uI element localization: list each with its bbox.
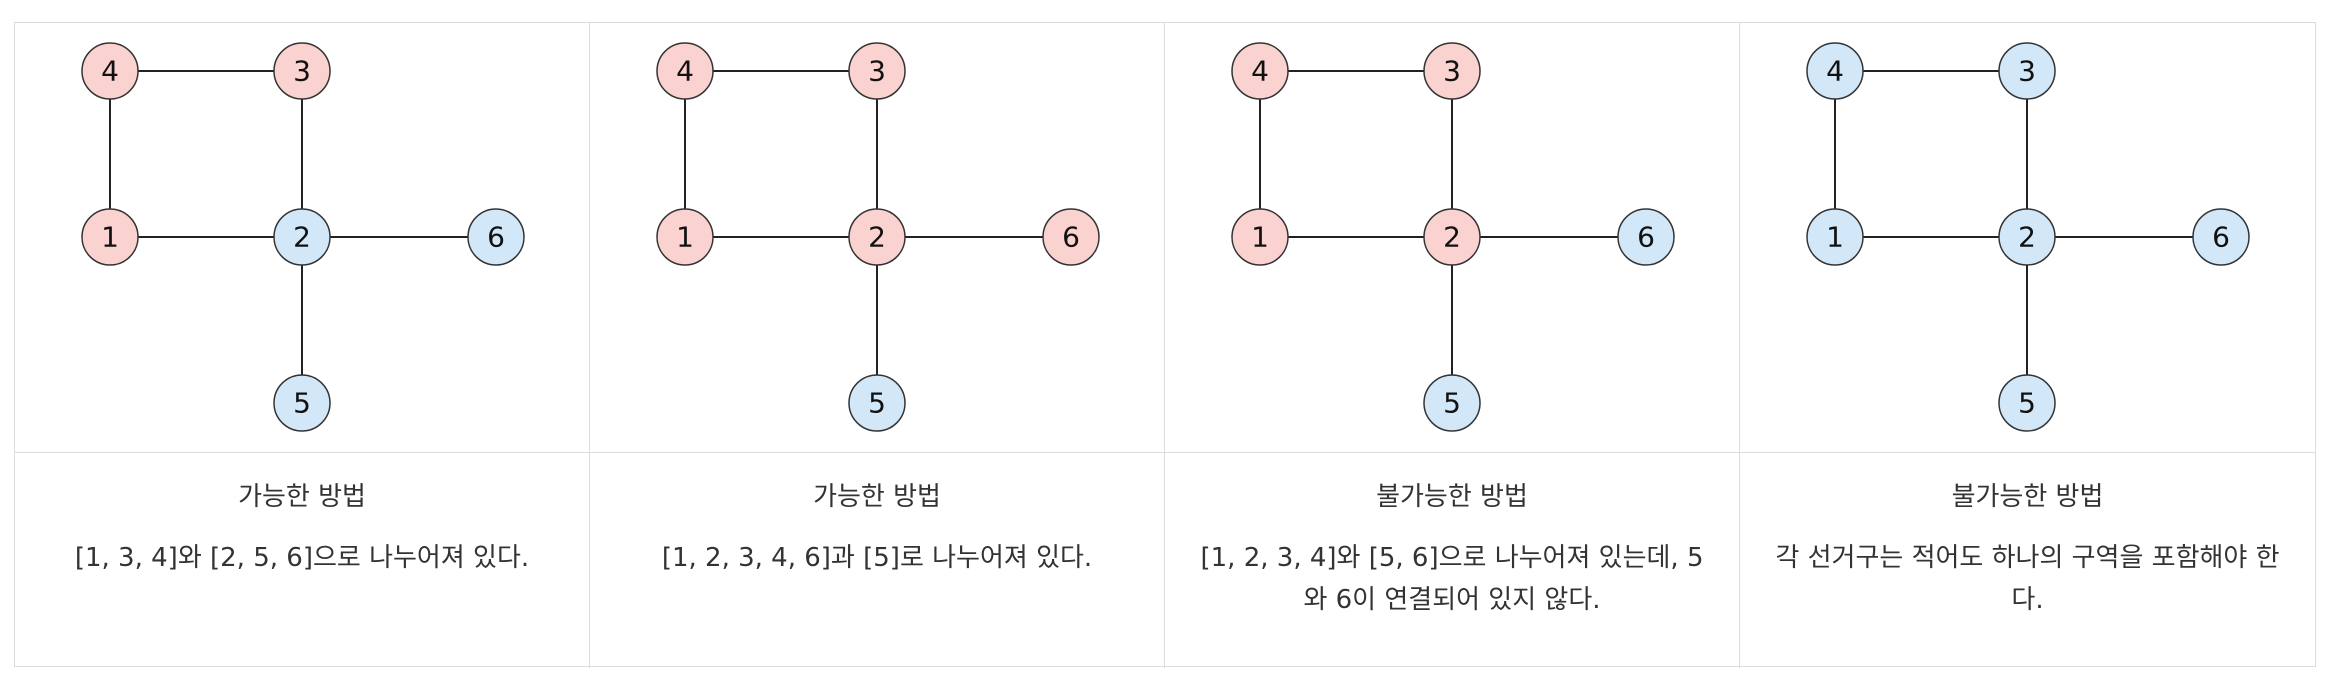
node-label: 4	[101, 55, 119, 88]
node-3: 3	[273, 42, 331, 100]
examples-table: 1 2 3 4 5 6 1 2 3 4 5 6 1 2 3 4 5 6 1 2 3 4 5 6 가능한 방법 [1, 3…	[14, 22, 2316, 668]
panel-1-caption: 가능한 방법 [1, 3, 4]와 [2, 5, 6]으로 나누어져 있다.	[15, 453, 590, 668]
node-2: 2	[848, 208, 906, 266]
node-circle	[848, 208, 906, 266]
node-label: 5	[1443, 387, 1461, 420]
panel-title: 불가능한 방법	[1376, 482, 1528, 512]
node-2: 2	[1423, 208, 1481, 266]
node-label: 1	[1826, 221, 1844, 254]
node-label: 5	[293, 387, 311, 420]
node-label: 1	[1251, 221, 1269, 254]
node-circle	[273, 208, 331, 266]
node-label: 3	[2018, 55, 2036, 88]
node-label: 4	[1826, 55, 1844, 88]
panel-3-diagram: 1 2 3 4 5 6	[1165, 23, 1740, 453]
panel-title: 가능한 방법	[238, 482, 366, 512]
node-label: 1	[101, 221, 119, 254]
node-4: 4	[81, 42, 139, 100]
node-label: 3	[293, 55, 311, 88]
node-label: 5	[868, 387, 886, 420]
graph-diagram: 1 2 3 4 5 6	[81, 42, 525, 432]
node-4: 4	[1806, 42, 1864, 100]
node-4: 4	[656, 42, 714, 100]
node-5: 5	[273, 374, 331, 432]
node-circle	[1998, 374, 2056, 432]
panel-3-caption: 불가능한 방법 [1, 2, 3, 4]와 [5, 6]으로 나누어져 있는데,…	[1165, 453, 1740, 668]
node-circle	[1998, 42, 2056, 100]
node-circle	[848, 374, 906, 432]
node-label: 6	[1637, 221, 1655, 254]
panel-4-caption: 불가능한 방법 각 선거구는 적어도 하나의 구역을 포함해야 한다.	[1740, 453, 2315, 668]
node-6: 6	[1042, 208, 1100, 266]
panel-2-caption: 가능한 방법 [1, 2, 3, 4, 6]과 [5]로 나누어져 있다.	[590, 453, 1165, 668]
node-5: 5	[1423, 374, 1481, 432]
panel-title: 불가능한 방법	[1951, 482, 2104, 512]
node-label: 6	[487, 221, 505, 254]
panel-description: 각 선거구는 적어도 하나의 구역을 포함해야 한다.	[1775, 543, 2280, 615]
node-1: 1	[656, 208, 714, 266]
node-3: 3	[1998, 42, 2056, 100]
node-4: 4	[1231, 42, 1289, 100]
node-circle	[1423, 42, 1481, 100]
graph-diagram: 1 2 3 4 5 6	[656, 42, 1100, 432]
node-circle	[848, 42, 906, 100]
node-label: 3	[1443, 55, 1461, 88]
node-circle	[1042, 208, 1100, 266]
node-5: 5	[1998, 374, 2056, 432]
node-6: 6	[467, 208, 525, 266]
node-1: 1	[81, 208, 139, 266]
graph-diagram: 1 2 3 4 5 6	[1231, 42, 1675, 432]
node-label: 1	[676, 221, 694, 254]
node-1: 1	[1806, 208, 1864, 266]
node-circle	[81, 42, 139, 100]
node-circle	[656, 42, 714, 100]
graph-diagram: 1 2 3 4 5 6	[1806, 42, 2250, 432]
panel-2-diagram: 1 2 3 4 5 6	[590, 23, 1165, 453]
panel-1-diagram: 1 2 3 4 5 6	[15, 23, 590, 453]
node-circle	[273, 374, 331, 432]
node-label: 5	[2018, 387, 2036, 420]
node-circle	[656, 208, 714, 266]
node-circle	[1231, 42, 1289, 100]
node-circle	[273, 42, 331, 100]
node-label: 6	[1062, 221, 1080, 254]
node-2: 2	[1998, 208, 2056, 266]
panel-description: [1, 3, 4]와 [2, 5, 6]으로 나누어져 있다.	[74, 543, 530, 573]
node-label: 2	[1443, 221, 1461, 254]
node-label: 2	[293, 221, 311, 254]
node-circle	[467, 208, 525, 266]
node-circle	[81, 208, 139, 266]
node-label: 4	[1251, 55, 1269, 88]
node-1: 1	[1231, 208, 1289, 266]
node-6: 6	[2192, 208, 2250, 266]
panel-description: [1, 2, 3, 4, 6]과 [5]로 나누어져 있다.	[661, 543, 1093, 573]
panel-title: 가능한 방법	[813, 482, 941, 512]
node-label: 6	[2212, 221, 2230, 254]
node-label: 2	[2018, 221, 2036, 254]
node-circle	[2192, 208, 2250, 266]
node-3: 3	[1423, 42, 1481, 100]
node-label: 3	[868, 55, 886, 88]
node-circle	[1806, 208, 1864, 266]
node-circle	[1231, 208, 1289, 266]
node-2: 2	[273, 208, 331, 266]
node-circle	[1617, 208, 1675, 266]
node-circle	[1998, 208, 2056, 266]
node-circle	[1806, 42, 1864, 100]
node-circle	[1423, 208, 1481, 266]
node-5: 5	[848, 374, 906, 432]
node-circle	[1423, 374, 1481, 432]
node-3: 3	[848, 42, 906, 100]
node-6: 6	[1617, 208, 1675, 266]
panel-4-diagram: 1 2 3 4 5 6	[1740, 23, 2315, 453]
node-label: 4	[676, 55, 694, 88]
node-label: 2	[868, 221, 886, 254]
panel-description: [1, 2, 3, 4]와 [5, 6]으로 나누어져 있는데, 5와 6이 연…	[1200, 543, 1704, 615]
